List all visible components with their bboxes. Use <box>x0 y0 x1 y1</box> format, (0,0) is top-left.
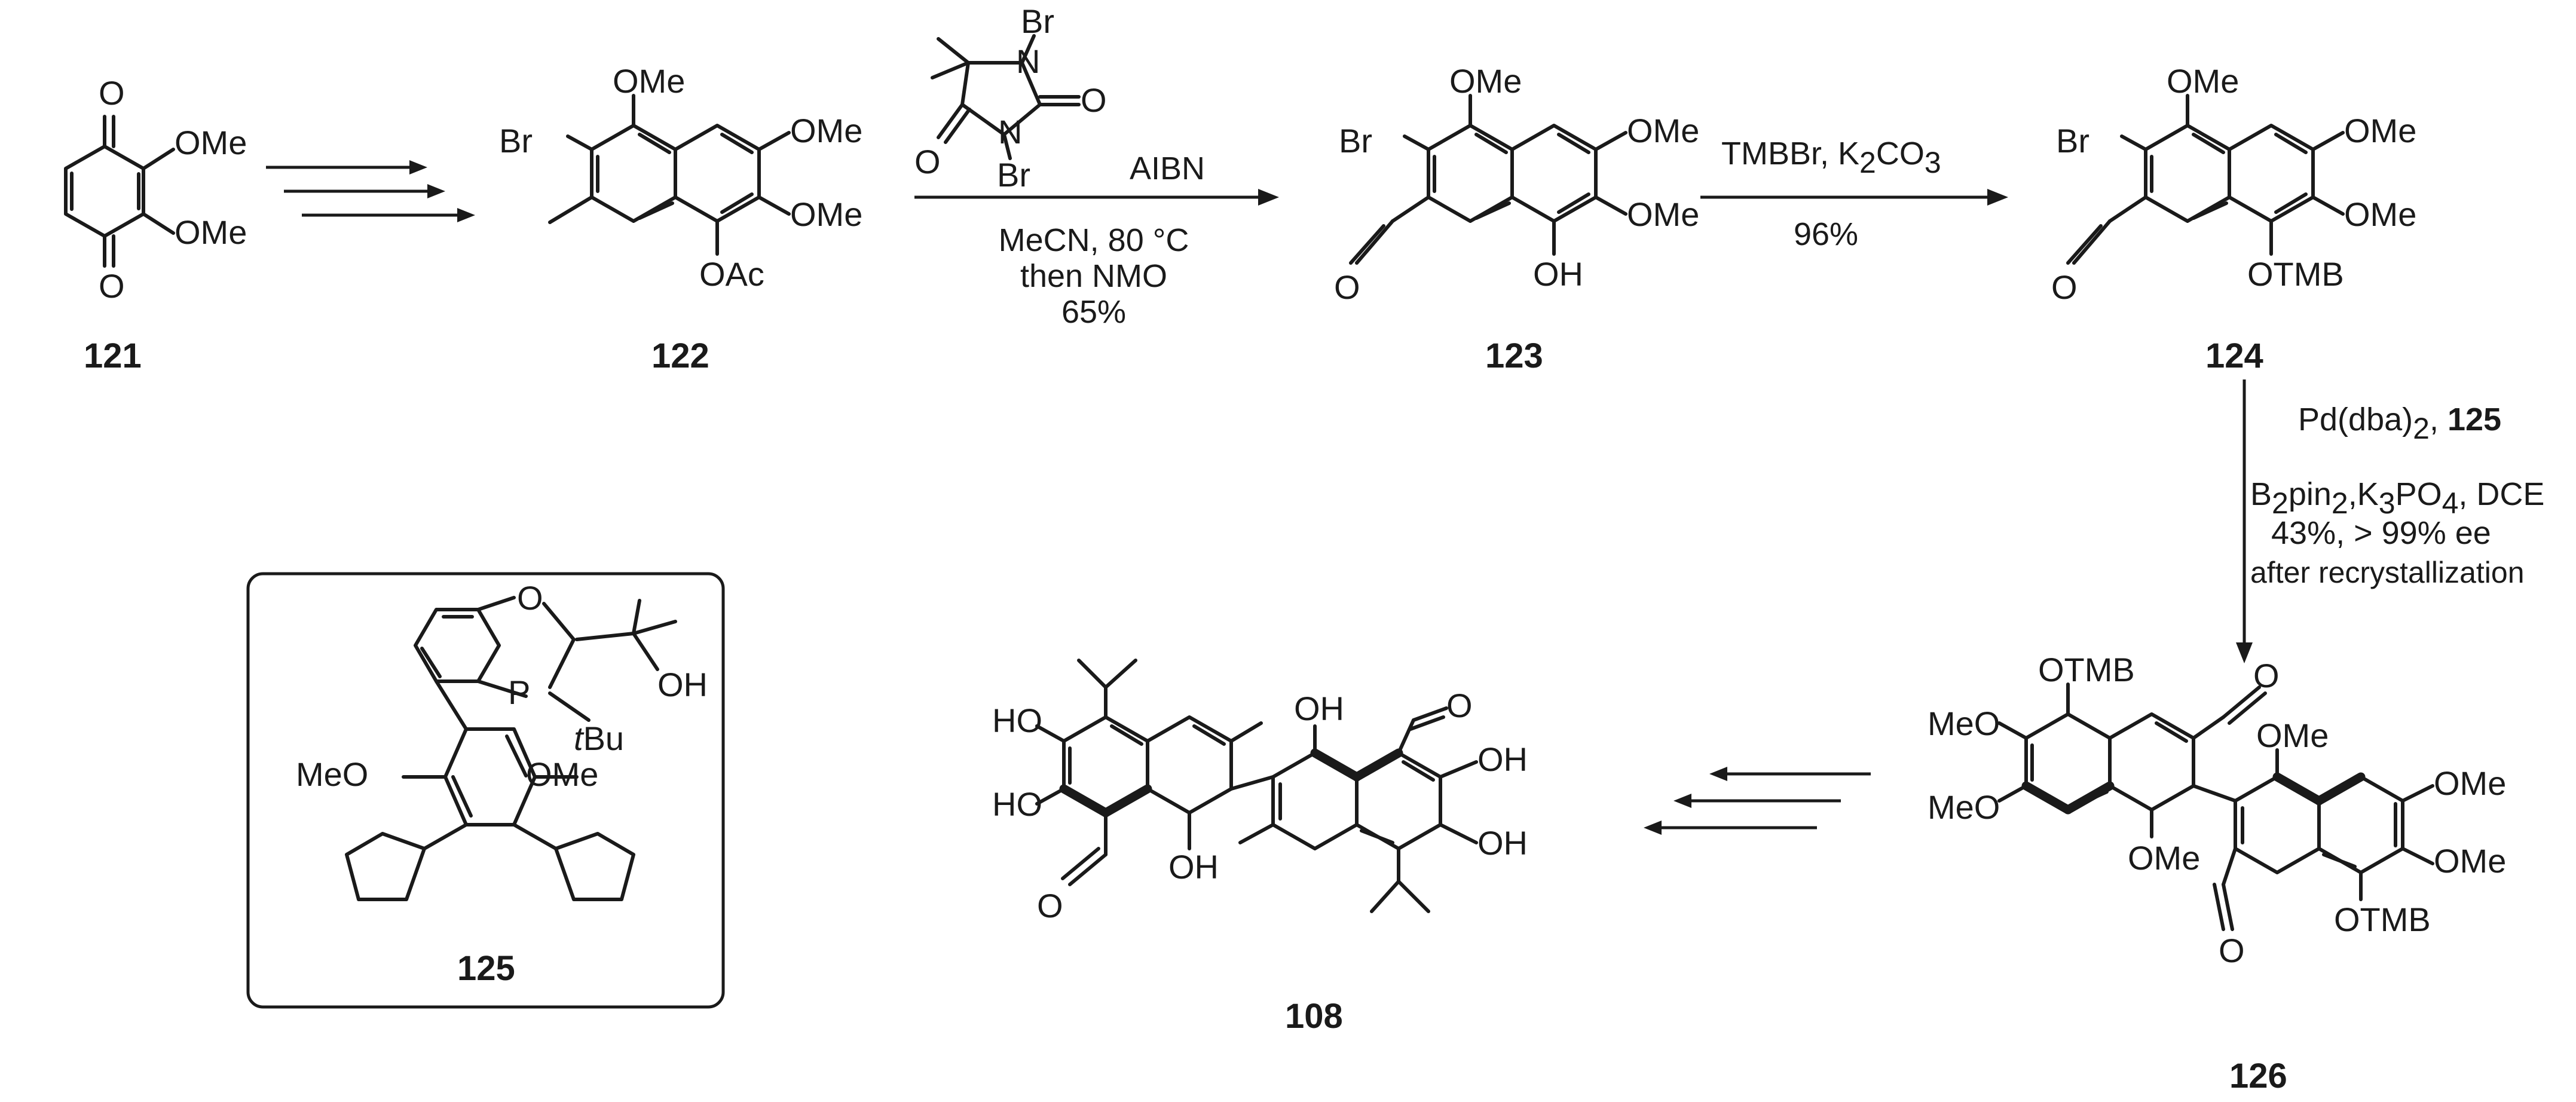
compound-121-structure: O O OMe OMe <box>64 74 247 305</box>
condition-then-nmo: then NMO <box>1020 258 1167 294</box>
compound-label-126: 126 <box>2229 1057 2287 1095</box>
compound-125-structure: O P OH tBu MeO OMe <box>296 579 708 901</box>
reaction-arrow-3 <box>1700 189 2008 206</box>
compound-label-121: 121 <box>84 336 142 375</box>
condition-solvent-temp: MeCN, 80 °C <box>999 222 1189 258</box>
atom-oh-108-3: OH <box>1477 740 1528 778</box>
compound-122-structure: OMe Br OMe OMe OAc <box>499 62 862 293</box>
atom-ome-126-2: OMe <box>2256 717 2329 754</box>
atom-br-123: Br <box>1339 122 1372 160</box>
atom-o-top: O <box>99 74 125 112</box>
atom-oh-125: OH <box>657 666 708 703</box>
condition-yield-96: 96% <box>1794 216 1858 252</box>
atom-ome-125: OMe <box>526 755 598 793</box>
reagent-dbdmh-structure: N N Br Br O O <box>914 2 1107 194</box>
atom-ome-124-r2: OMe <box>2344 195 2416 233</box>
atom-oac-122: OAc <box>699 255 764 293</box>
atom-ome-123-r2: OMe <box>1627 195 1699 233</box>
multistep-arrows-2 <box>1644 767 1871 835</box>
atom-ome-126-3: OMe <box>2434 764 2506 802</box>
atom-o-aldehyde-108-1: O <box>1037 887 1063 925</box>
atom-o-aldehyde-124: O <box>2051 268 2078 306</box>
atom-ome-2: OMe <box>175 213 247 251</box>
atom-meo-126-1: MeO <box>1928 705 2000 742</box>
compound-label-108: 108 <box>1285 997 1343 1036</box>
atom-oh-108-2: OH <box>1294 690 1344 727</box>
atom-o-aldehyde-108-2: O <box>1446 687 1473 724</box>
atom-p-125: P <box>508 674 530 711</box>
ligand-125-box <box>246 572 725 1009</box>
condition-yield-ee: 43%, > 99% ee <box>2271 515 2491 551</box>
atom-tbu-125: tBu <box>574 720 624 757</box>
atom-br-124: Br <box>2056 122 2089 160</box>
condition-aibn: AIBN <box>1130 151 1205 186</box>
atom-o-dbdmh-1: O <box>1081 81 1107 119</box>
atom-br-dbdmh-2: Br <box>997 156 1030 194</box>
compound-label-122: 122 <box>651 336 709 375</box>
atom-n-dbdmh-1: N <box>1016 42 1040 80</box>
atom-o-bottom: O <box>99 267 125 305</box>
atom-ome-1: OMe <box>175 124 247 161</box>
condition-b2pin2: B2pin2,K3PO4, DCE <box>2250 476 2544 520</box>
atom-oh-123: OH <box>1533 255 1583 293</box>
condition-tmbbr: TMBBr, K2CO3 <box>1721 136 1941 179</box>
atom-ho-108-2: HO <box>992 785 1042 823</box>
atom-otmb-126-1: OTMB <box>2038 651 2135 688</box>
atom-ho-108-1: HO <box>992 702 1042 739</box>
atom-ome-124-top: OMe <box>2167 62 2239 100</box>
atom-ome-122-top: OMe <box>613 62 685 100</box>
atom-o-125: O <box>517 579 543 617</box>
atom-meo-126-2: MeO <box>1928 788 2000 826</box>
compound-label-125: 125 <box>457 949 515 988</box>
atom-ome-122-r1: OMe <box>790 112 862 149</box>
atom-oh-108-4: OH <box>1477 824 1528 862</box>
atom-o-dbdmh-2: O <box>914 143 941 180</box>
condition-yield-65: 65% <box>1061 294 1126 330</box>
condition-recrystallization: after recrystallization <box>2250 556 2525 589</box>
atom-ome-123-top: OMe <box>1449 62 1522 100</box>
atom-ome-123-r1: OMe <box>1627 112 1699 149</box>
atom-ome-126-1: OMe <box>2128 839 2200 877</box>
compound-label-124: 124 <box>2205 336 2263 375</box>
atom-meo-125: MeO <box>296 755 368 793</box>
atom-n-dbdmh-2: N <box>998 113 1022 151</box>
atom-o-aldehyde-126-1: O <box>2253 657 2280 694</box>
atom-ome-124-r1: OMe <box>2344 112 2416 149</box>
compound-123-structure: OMe Br OMe OMe O OH <box>1334 62 1699 306</box>
atom-oh-108-1: OH <box>1168 848 1219 886</box>
atom-ome-122-r2: OMe <box>790 195 862 233</box>
atom-otmb-124: OTMB <box>2247 255 2344 293</box>
atom-br-122: Br <box>499 122 533 160</box>
atom-br-dbdmh-1: Br <box>1021 2 1054 40</box>
compound-108-structure: HO HO O OH OH O OH OH <box>992 659 1528 925</box>
multistep-arrows-1 <box>266 160 475 222</box>
reaction-arrow-4 <box>2236 379 2253 663</box>
compound-label-123: 123 <box>1485 336 1543 375</box>
atom-o-aldehyde-123: O <box>1334 268 1360 306</box>
compound-126-structure: OTMB MeO MeO O OMe OMe OMe OMe OTMB O <box>1928 651 2506 969</box>
atom-o-aldehyde-126-2: O <box>2219 932 2245 969</box>
condition-pd-dba: Pd(dba)2, 125 <box>2298 402 2501 445</box>
compound-124-structure: OMe Br OMe OMe O OTMB <box>2051 62 2416 306</box>
reaction-arrow-2 <box>914 189 1279 206</box>
atom-ome-126-4: OMe <box>2434 842 2506 880</box>
atom-otmb-126-2: OTMB <box>2334 901 2431 938</box>
